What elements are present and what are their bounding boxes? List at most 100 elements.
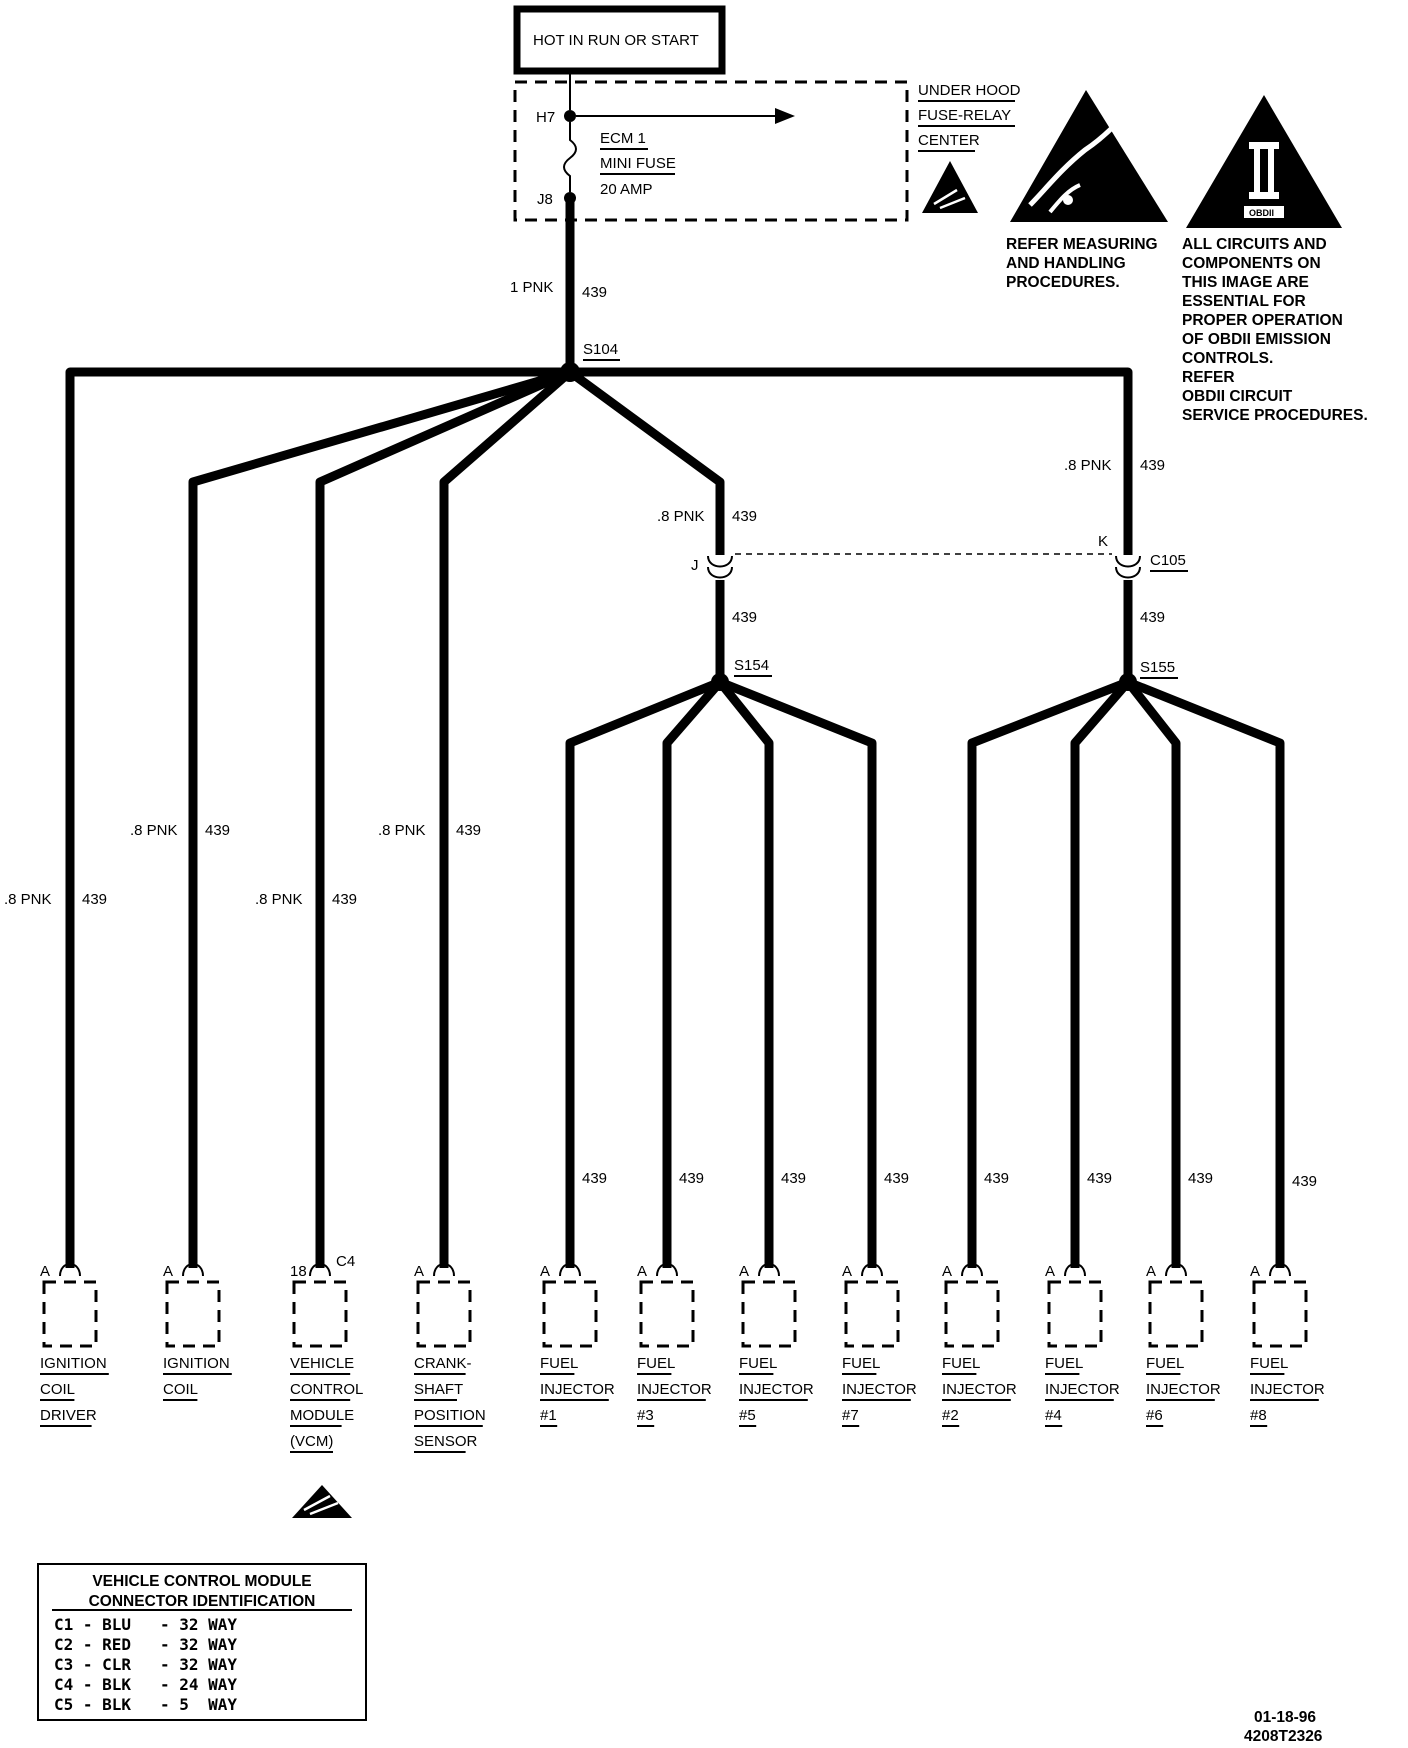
component-body: [42, 1280, 98, 1348]
svg-text:PROCEDURES.: PROCEDURES.: [1006, 274, 1120, 291]
component-body: [844, 1280, 900, 1348]
svg-text:4208T2326: 4208T2326: [1244, 1728, 1323, 1745]
svg-text:439: 439: [1140, 609, 1165, 626]
pin-label: A: [1250, 1263, 1260, 1280]
component-label: FUEL: [842, 1355, 880, 1372]
pin-label: A: [540, 1263, 550, 1280]
component-label: #8: [1250, 1407, 1267, 1424]
wire-ignition-coil: [188, 367, 572, 1268]
svg-text:OBDII CIRCUIT: OBDII CIRCUIT: [1182, 388, 1293, 405]
hot-in-run-box: HOT IN RUN OR START: [513, 5, 726, 75]
component-label: INJECTOR: [637, 1381, 712, 1398]
terminal: [559, 1263, 581, 1277]
component-label: FUEL: [739, 1355, 777, 1372]
terminal: [1165, 1263, 1187, 1277]
esd-warning-icon: [922, 161, 978, 213]
component-label: COIL: [40, 1381, 75, 1398]
svg-text:UNDER HOOD: UNDER HOOD: [918, 82, 1021, 99]
fuse-top-node: [564, 110, 576, 122]
svg-text:439: 439: [1292, 1173, 1317, 1190]
esd-warning-icon: [1010, 90, 1168, 222]
component-connector: A FUEL INJECTOR #3: [637, 1263, 712, 1427]
svg-text:SERVICE PROCEDURES.: SERVICE PROCEDURES.: [1182, 407, 1368, 424]
component-body: [165, 1280, 221, 1348]
svg-text:439: 439: [1087, 1170, 1112, 1187]
pin-label: A: [942, 1263, 952, 1280]
wire-injector-8: [1126, 677, 1285, 1268]
pin-label: A: [1146, 1263, 1156, 1280]
fuse-relay-center: UNDER HOOD FUSE-RELAY CENTER H7 J8 ECM 1…: [513, 71, 1021, 222]
wire-injector-3: [662, 679, 724, 1268]
svg-text:S154: S154: [734, 657, 769, 674]
component-body: [741, 1280, 797, 1348]
svg-text:.8 PNK: .8 PNK: [378, 822, 426, 839]
component-label: INJECTOR: [1045, 1381, 1120, 1398]
terminal: [1064, 1263, 1086, 1277]
obd-warning-icon: OBDII: [1186, 95, 1342, 228]
svg-text:REFER: REFER: [1182, 369, 1235, 386]
component-label: #2: [942, 1407, 959, 1424]
svg-text:439: 439: [205, 822, 230, 839]
component-label: POSITION: [414, 1407, 486, 1424]
component-label: FUEL: [637, 1355, 675, 1372]
terminal: [433, 1263, 455, 1277]
component-label: MODULE: [290, 1407, 354, 1424]
svg-text:REFER MEASURING: REFER MEASURING: [1006, 236, 1158, 253]
terminal: [59, 1263, 81, 1277]
component-label: SHAFT: [414, 1381, 463, 1398]
component-body: [944, 1280, 1000, 1348]
components: AIGNITIONCOILDRIVERAIGNITIONCOIL18C4VEHI…: [40, 1253, 1325, 1453]
component-label: #3: [637, 1407, 654, 1424]
component-body: [639, 1280, 695, 1348]
component-label: FUEL: [1146, 1355, 1184, 1372]
svg-text:H7: H7: [536, 109, 555, 126]
wire-injector-4: [1070, 679, 1132, 1268]
pin-label: A: [739, 1263, 749, 1280]
svg-text:439: 439: [679, 1170, 704, 1187]
fuse-icon: [563, 122, 577, 192]
wire-ignition-coil-driver: [65, 367, 570, 1268]
svg-text:COMPONENTS ON: COMPONENTS ON: [1182, 255, 1321, 272]
wire-injector-5: [716, 679, 774, 1268]
component-label: INJECTOR: [1250, 1381, 1325, 1398]
terminal: [861, 1263, 883, 1277]
svg-text:J8: J8: [537, 191, 553, 208]
svg-text:J: J: [691, 557, 699, 574]
component-label: DRIVER: [40, 1407, 97, 1424]
svg-text:AND HANDLING: AND HANDLING: [1006, 255, 1126, 272]
svg-text:1 PNK: 1 PNK: [510, 279, 553, 296]
svg-text:C2 - RED - 32 WAY: C2 - RED - 32 WAY: [54, 1635, 237, 1654]
pin-label: A: [1045, 1263, 1055, 1280]
pin-label: A: [637, 1263, 647, 1280]
svg-text:S104: S104: [583, 341, 618, 358]
component-label: FUEL: [1045, 1355, 1083, 1372]
svg-text:439: 439: [456, 822, 481, 839]
component-body: [1252, 1280, 1308, 1348]
component-label: VEHICLE: [290, 1355, 354, 1372]
terminal: [309, 1263, 331, 1277]
svg-text:439: 439: [582, 1170, 607, 1187]
component-label: FUEL: [942, 1355, 980, 1372]
svg-text:ESSENTIAL FOR: ESSENTIAL FOR: [1182, 293, 1306, 310]
svg-text:439: 439: [732, 508, 757, 525]
component-label: CRANK-: [414, 1355, 472, 1372]
wire-injector-1: [565, 677, 722, 1268]
component-body: [416, 1280, 472, 1348]
wire-vcm: [315, 367, 572, 1268]
pin-label: A: [163, 1263, 173, 1280]
vcm-connector-table: VEHICLE CONTROL MODULE CONNECTOR IDENTIF…: [37, 1563, 367, 1721]
svg-text:439: 439: [82, 891, 107, 908]
component-label: FUEL: [540, 1355, 578, 1372]
component-body: [292, 1280, 348, 1348]
component-label: IGNITION: [163, 1355, 230, 1372]
